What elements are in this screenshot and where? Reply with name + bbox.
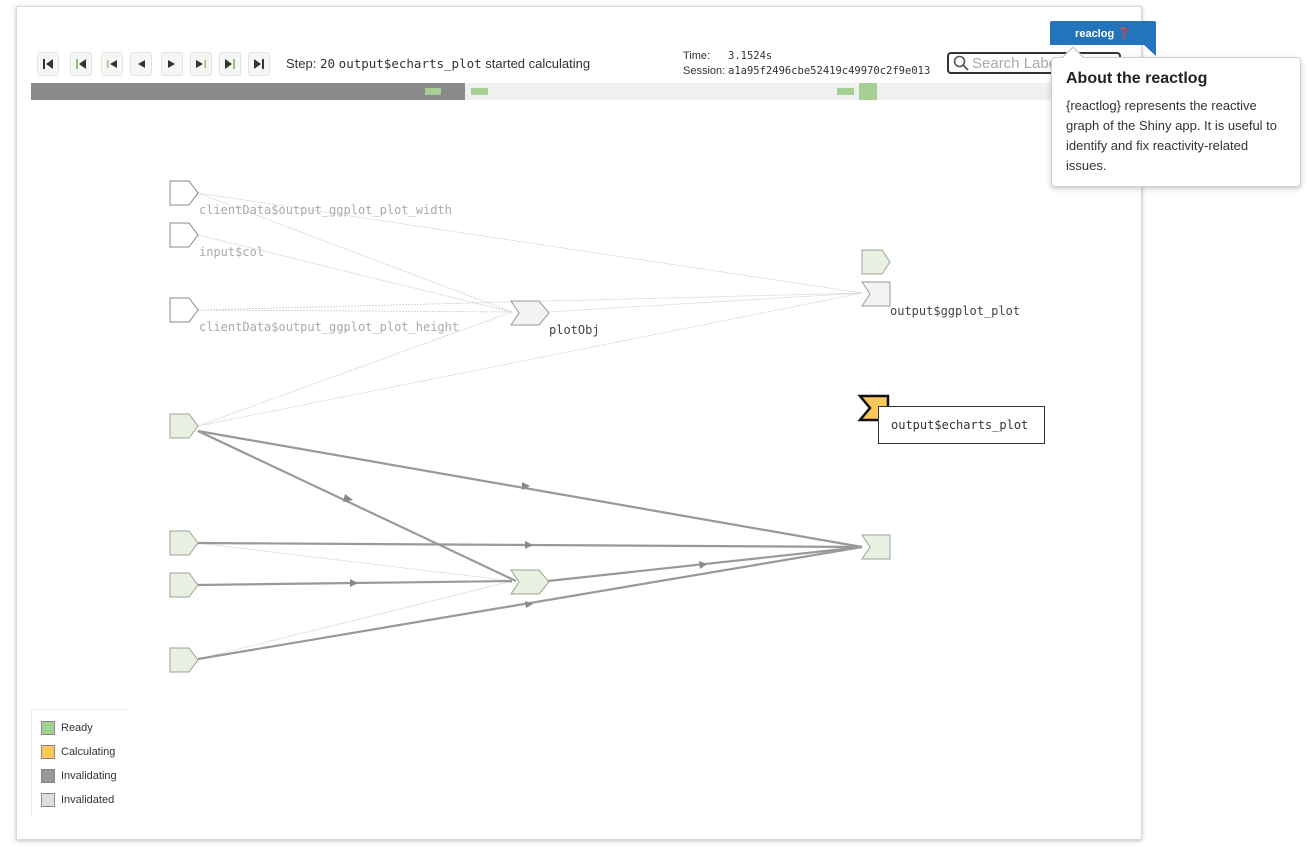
step-label: Step: (286, 56, 317, 71)
edge-arrowheads (343, 482, 707, 608)
step-back-icon (138, 60, 145, 68)
previous-idle-icon (76, 59, 86, 69)
legend-label: Invalidated (61, 794, 115, 806)
previous-output-icon (107, 60, 117, 68)
label-plotobj: plotObj (549, 323, 600, 337)
timeline-progress (31, 83, 465, 100)
legend-swatch (41, 745, 55, 759)
graph-nodes (169, 180, 891, 673)
time-label: Time: (683, 50, 711, 62)
step-forward-icon (168, 60, 175, 68)
skip-to-end-icon (254, 59, 264, 69)
node-width[interactable] (169, 180, 199, 206)
label-width: clientData$output_ggplot_plot_width (199, 203, 452, 217)
legend-swatch (41, 769, 55, 783)
node-ready[interactable] (169, 530, 199, 556)
label-ggplot: output$ggplot_plot (890, 304, 1020, 318)
search-icon (953, 55, 969, 71)
node-input-col[interactable] (169, 222, 199, 248)
badge-ribbon-tail (1143, 44, 1156, 56)
node-ggplot[interactable] (861, 281, 891, 307)
step-status: Step: 20 output$echarts_plot started cal… (286, 56, 590, 71)
label-height: clientData$output_ggplot_plot_height (199, 320, 459, 334)
step-target: output$echarts_plot (338, 56, 482, 71)
legend-label: Ready (61, 722, 93, 734)
previous-idle-button[interactable] (70, 52, 92, 76)
step-number: 20 (319, 56, 336, 71)
next-output-icon (196, 60, 206, 68)
session-label: Session: (683, 65, 726, 77)
status-legend: Ready Calculating Invalidating Invalidat… (31, 709, 130, 817)
node-plotobj[interactable] (510, 300, 550, 326)
step-action: started calculating (485, 56, 591, 71)
node-height[interactable] (169, 297, 199, 323)
session-readout: Session: a1a95f2496cbe52419c49970c2f9e01… (683, 65, 930, 77)
label-input-col: input$col (199, 245, 264, 259)
reaclog-help-button[interactable]: reaclog ❓ (1050, 21, 1156, 45)
node-ready[interactable] (169, 413, 199, 439)
hover-label-echarts: output$echarts_plot (878, 406, 1045, 444)
timeline-marker (425, 88, 441, 95)
legend-label: Calculating (61, 746, 116, 758)
legend-swatch (41, 793, 55, 807)
timeline-marker (837, 88, 854, 95)
first-step-button[interactable] (37, 52, 59, 76)
legend-ready: Ready (41, 721, 93, 735)
next-idle-button[interactable] (219, 52, 241, 76)
popover-arrow-inner (1063, 48, 1083, 58)
timeline-bar[interactable] (31, 83, 1141, 100)
node-ready[interactable] (169, 647, 199, 673)
invalidated-edges (197, 192, 863, 660)
timeline-marker (471, 88, 488, 95)
about-popover: About the reactlog {reactlog} represents… (1051, 57, 1301, 187)
legend-invalidated: Invalidated (41, 793, 114, 807)
node-observer-ready[interactable] (861, 249, 891, 275)
next-output-button[interactable] (190, 52, 212, 76)
last-step-button[interactable] (248, 52, 270, 76)
time-readout: Time: 3.1524s (683, 50, 772, 62)
session-value: a1a95f2496cbe52419c49970c2f9e013 (728, 65, 931, 77)
legend-invalidating: Invalidating (41, 769, 117, 783)
next-idle-icon (225, 59, 235, 69)
previous-step-button[interactable] (130, 52, 152, 76)
node-labels: clientData$output_ggplot_plot_width inpu… (199, 203, 1020, 337)
next-step-button[interactable] (161, 52, 183, 76)
timeline-current-marker (859, 83, 877, 100)
node-reactive-ready[interactable] (510, 569, 550, 595)
node-output-ready[interactable] (861, 534, 891, 560)
skip-to-start-icon (43, 59, 53, 69)
node-ready[interactable] (169, 572, 199, 598)
legend-calculating: Calculating (41, 745, 115, 759)
legend-swatch (41, 721, 55, 735)
popover-title: About the reactlog (1066, 70, 1208, 87)
legend-label: Invalidating (61, 770, 117, 782)
popover-body: {reactlog} represents the reactive graph… (1066, 98, 1278, 173)
previous-output-button[interactable] (101, 52, 123, 76)
time-value: 3.1524s (728, 50, 773, 62)
